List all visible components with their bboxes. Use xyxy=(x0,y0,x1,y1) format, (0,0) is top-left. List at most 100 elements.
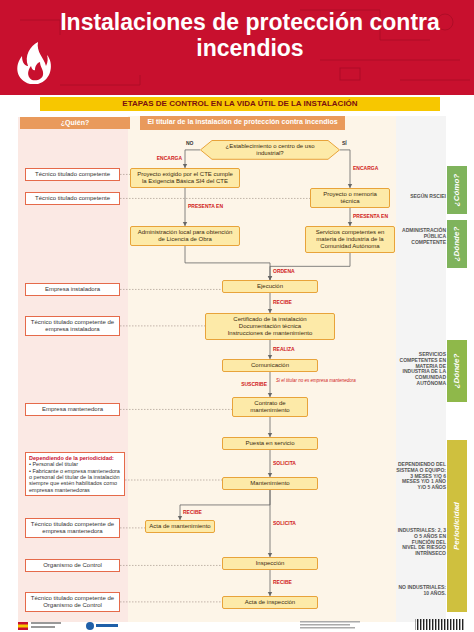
flow-arrow xyxy=(268,490,272,557)
edge-label: ORDENA xyxy=(273,269,295,275)
annotation-label: DEPENDIENDO DEL SISTEMA O EQUIPO: 3 MESE… xyxy=(396,462,446,491)
node-text: Técnico titulado competente xyxy=(29,195,116,202)
actor-box: Empresa mantenedora xyxy=(25,403,120,416)
edge-label: SOLICITA xyxy=(273,521,296,527)
node-text: Mantenimiento xyxy=(226,480,314,487)
node-text: El titular de la instalación de protecci… xyxy=(143,118,342,126)
annotation-label: INDUSTRIALES: 2, 3 O 5 AÑOS EN FUNCIÓN D… xyxy=(396,528,446,557)
node-text: Acta de inspección xyxy=(226,599,314,606)
process-box: Mantenimiento xyxy=(222,477,318,490)
node-text: Técnico titulado competente xyxy=(29,171,116,178)
node-text: Instrucciones de mantenimiento xyxy=(209,330,331,337)
process-box: Puesta en servicio xyxy=(222,437,318,450)
dashed-link xyxy=(120,527,145,528)
edge-label: ENCARGA xyxy=(157,156,182,162)
process-box: Ejecución xyxy=(222,280,318,293)
node-text: Contrato de mantenimiento xyxy=(236,400,304,414)
node-text: Comunicación xyxy=(226,362,314,369)
node-text: Inspección xyxy=(226,560,314,567)
annotation-label: SÍ xyxy=(342,141,356,147)
actor-box: Técnico titulado competente xyxy=(25,168,120,181)
annotation-label: NO INDUSTRIALES: 10 AÑOS. xyxy=(396,585,446,597)
node-text: ¿Quién? xyxy=(23,119,127,127)
node-text: Técnico titulado competente de empresa m… xyxy=(29,521,116,535)
flow-arrow xyxy=(268,570,272,596)
actor-box: Técnico titulado competente de empresa m… xyxy=(25,518,120,538)
flow-arrow xyxy=(268,372,272,397)
edge-label: SOLICITA xyxy=(273,461,296,467)
process-box: Comunicación xyxy=(222,359,318,372)
node-text: Servicios competentes en materia de indu… xyxy=(309,229,391,250)
side-tab: ¿Dónde? xyxy=(447,340,467,402)
actor-box: Organismo de Control xyxy=(25,559,120,572)
dashed-link xyxy=(120,409,232,410)
edge-label: RECIBE xyxy=(273,580,292,586)
dashed-link xyxy=(120,198,310,199)
flow-arrow xyxy=(268,340,272,359)
flow-arrow xyxy=(178,490,270,520)
flame-inner xyxy=(28,62,43,80)
header-pattern xyxy=(20,10,470,85)
actor-box: Técnico titulado competente de Organismo… xyxy=(25,592,120,612)
node-text: Documentación técnica xyxy=(209,323,331,330)
node-text: ¿Establecimiento o centro de uso industr… xyxy=(216,143,324,157)
decision-outline xyxy=(201,141,340,160)
dashed-link xyxy=(120,601,222,602)
process-box: Contrato de mantenimiento xyxy=(232,397,308,417)
actor-box: Técnico titulado competente de empresa i… xyxy=(25,316,120,336)
node-text: Acta de mantenimiento xyxy=(149,523,211,530)
process-box: Certificado de la instalaciónDocumentaci… xyxy=(205,313,335,340)
flow-arrow xyxy=(268,417,272,437)
node-text: Certificado de la instalación xyxy=(209,316,331,323)
column-header: ¿Quién? xyxy=(20,117,130,129)
node-text: ETAPAS DE CONTROL EN LA VIDA ÚTIL DE LA … xyxy=(44,99,436,108)
flow-arrow xyxy=(268,293,272,313)
process-box: Administración local para obtención de L… xyxy=(130,226,240,246)
node-text: Administración local para obtención de L… xyxy=(134,229,236,243)
flow-arrow xyxy=(183,150,200,168)
edge-label: PRESENTA EN xyxy=(353,214,388,220)
section-band: ETAPAS DE CONTROL EN LA VIDA ÚTIL DE LA … xyxy=(40,97,440,111)
actor-box: Empresa instaladora xyxy=(25,283,120,296)
flow-arrow xyxy=(268,450,272,477)
dashed-link xyxy=(125,480,222,481)
node-text: Dependiendo de la periodicidad: xyxy=(29,455,121,461)
header-band xyxy=(0,0,474,95)
annotation-label: Si el titular no es empresa mantenedora xyxy=(276,378,358,383)
node-text: Empresa mantenedora xyxy=(29,406,116,413)
flow-arrow xyxy=(183,188,187,226)
dashed-link xyxy=(120,174,130,175)
node-text: Puesta en servicio xyxy=(226,440,314,447)
actor-box: Dependiendo de la periodicidad:• Persona… xyxy=(25,452,125,496)
node-text: Organismo de Control xyxy=(29,562,116,569)
annotation-label: NO xyxy=(186,141,200,147)
process-box: Proyecto o memoria técnica xyxy=(310,188,390,208)
node-text: Empresa instaladora xyxy=(29,286,116,293)
flow-arrow xyxy=(348,208,352,226)
dashed-link xyxy=(120,289,222,290)
process-box: Acta de inspección xyxy=(222,596,318,609)
flow-arrow xyxy=(340,150,352,188)
side-tab: Periodicidad xyxy=(447,440,467,612)
title: Instalaciones de protección contra incen… xyxy=(60,10,440,62)
flow-arrow xyxy=(268,253,350,280)
node-text: • Fabricante o empresa mantenedora o per… xyxy=(29,468,121,493)
node-text: Técnico titulado competente de Organismo… xyxy=(29,595,116,609)
side-tab: ¿Dónde? xyxy=(447,220,467,268)
flow-column-ground xyxy=(128,116,396,622)
edge-label: SUSCRIBE xyxy=(241,382,267,388)
process-box: Servicios competentes en materia de indu… xyxy=(305,226,395,253)
edge-label: PRESENTA EN xyxy=(188,204,223,210)
decision-shape: ¿Establecimiento o centro de uso industr… xyxy=(200,140,340,160)
node-text: Proyecto o memoria técnica xyxy=(314,191,386,205)
node-text: ¿Cómo? xyxy=(452,174,461,206)
node-text: ¿Dónde? xyxy=(452,354,461,389)
dashed-link xyxy=(120,325,205,326)
edge-label: RECIBE xyxy=(183,510,202,516)
who-column-ground xyxy=(18,117,132,622)
annotation-label: SERVICIOS COMPETENTES EN MATERIA DE INDU… xyxy=(396,352,446,387)
node-text: ¿Dónde? xyxy=(452,227,461,262)
edge-label: REALIZA xyxy=(273,347,295,353)
flow-arrow xyxy=(185,246,272,280)
